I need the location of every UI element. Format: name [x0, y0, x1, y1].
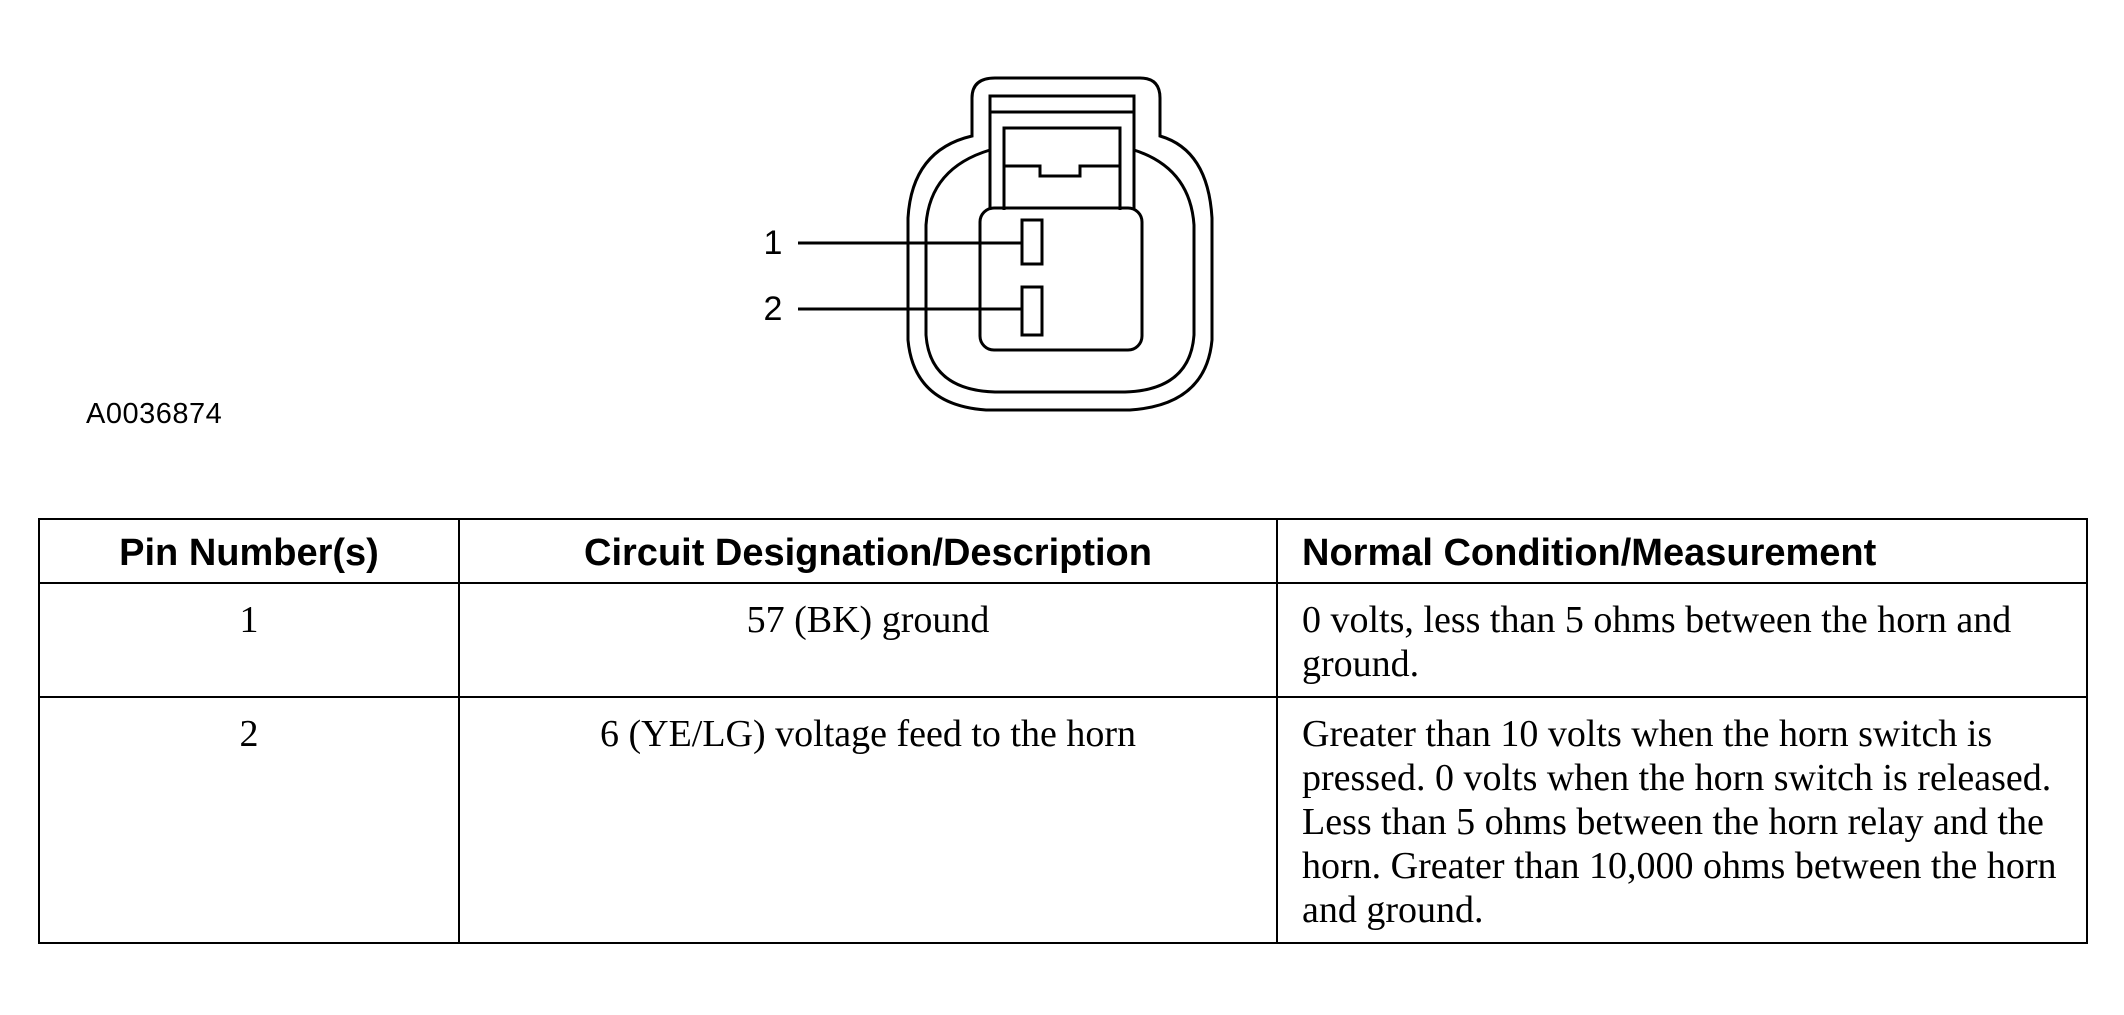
cell-pin: 1	[38, 582, 460, 698]
connector-diagram: 1 2	[764, 76, 1214, 412]
table-row: 1 57 (BK) ground 0 volts, less than 5 oh…	[38, 582, 2088, 698]
header-normal-condition: Normal Condition/Measurement	[1276, 518, 2088, 584]
connector-outer-housing	[906, 76, 1214, 412]
connector-inner-housing	[924, 148, 1196, 394]
connector-locking-tab	[988, 94, 1136, 210]
pin-1-terminal	[1020, 218, 1044, 266]
pin-2-label: 2	[764, 290, 783, 328]
table-row: 2 6 (YE/LG) voltage feed to the horn Gre…	[38, 696, 2088, 944]
cell-pin: 2	[38, 696, 460, 944]
header-circuit-designation: Circuit Designation/Description	[458, 518, 1278, 584]
connector-latch	[1002, 126, 1122, 210]
cell-circuit: 57 (BK) ground	[458, 582, 1278, 698]
pin-2-terminal	[1020, 285, 1044, 337]
cell-circuit: 6 (YE/LG) voltage feed to the horn	[458, 696, 1278, 944]
cell-condition: 0 volts, less than 5 ohms between the ho…	[1276, 582, 2088, 698]
cell-condition: Greater than 10 volts when the horn swit…	[1276, 696, 2088, 944]
pin-table: Pin Number(s) Circuit Designation/Descri…	[38, 518, 2088, 944]
figure-id-label: A0036874	[86, 398, 223, 430]
connector-cavity-block	[978, 206, 1144, 352]
header-pin-number: Pin Number(s)	[38, 518, 460, 584]
table-header-row: Pin Number(s) Circuit Designation/Descri…	[38, 518, 2088, 584]
pin-1-label: 1	[764, 224, 783, 262]
